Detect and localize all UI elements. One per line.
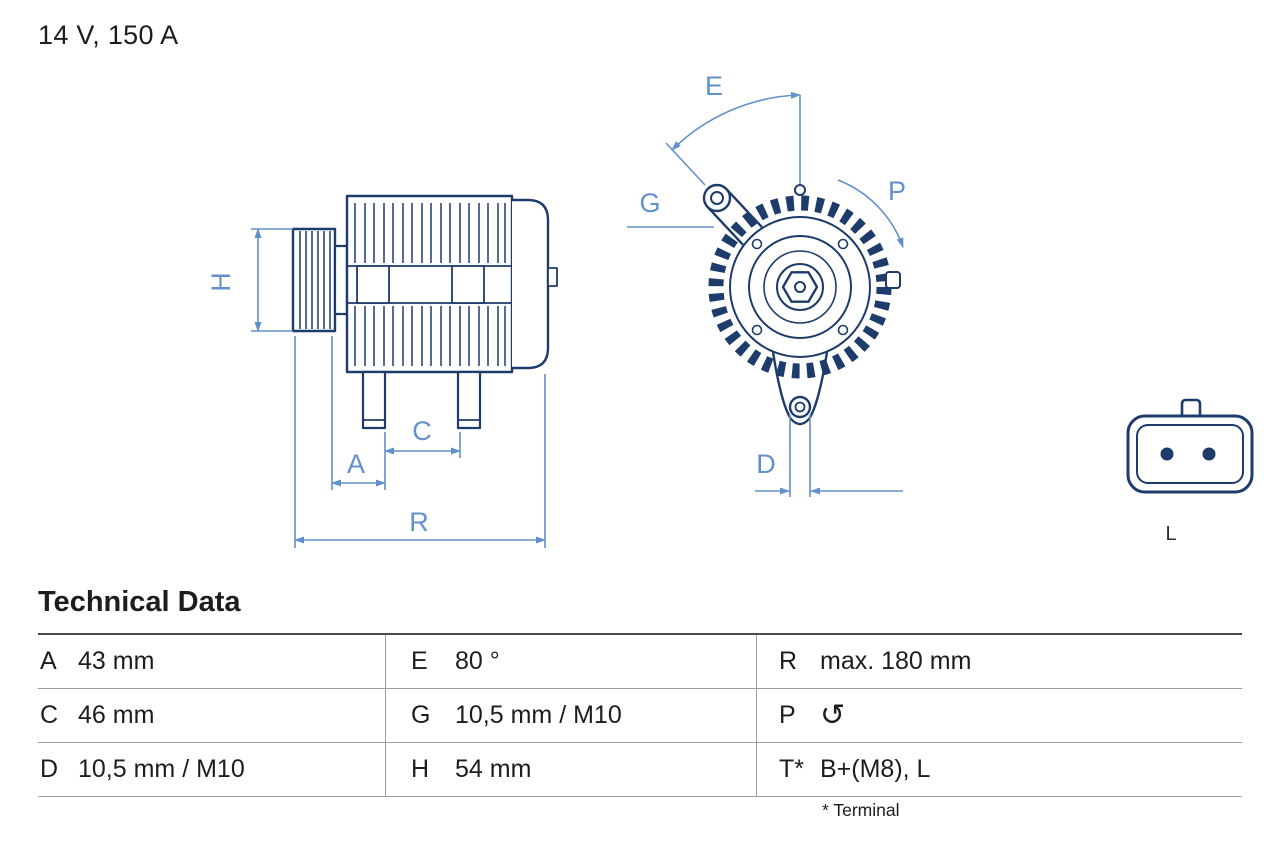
top-rim-hole (794, 184, 806, 196)
top-mounting-lug-arms (706, 188, 763, 246)
rating-title: 14 V, 150 A (38, 20, 179, 50)
bottom-mounting-hole (788, 395, 812, 419)
tech-key-r: R (756, 635, 820, 689)
connector-tab (1180, 398, 1202, 416)
shaft-spacer (333, 244, 349, 316)
connector-pin-label: L (1165, 523, 1176, 545)
tech-key-p: P (756, 689, 820, 743)
connector-drawing (1126, 398, 1254, 494)
screw-hole (751, 238, 763, 250)
top-mounting-hole (710, 191, 724, 205)
tech-value-g: 10,5 mm / M10 (455, 689, 756, 743)
tech-value-c: 46 mm (78, 689, 385, 743)
tech-value-d: 10,5 mm / M10 (78, 743, 385, 797)
rotation-direction-icon: ↺ (820, 697, 846, 733)
rotation-arrow-P (837, 179, 904, 248)
bearing-housing-circle (748, 235, 852, 339)
technical-data-heading: Technical Data (38, 586, 241, 618)
dim-label-D: D (756, 449, 776, 479)
pulley-grooves (299, 231, 331, 329)
dim-label-H: H (206, 272, 236, 292)
rear-cover (512, 198, 550, 370)
tech-key-t: T* (756, 743, 820, 797)
mounting-leg-left (361, 370, 387, 430)
housing-fins-top (354, 203, 506, 263)
dim-ext-D (789, 415, 811, 497)
screw-hole (751, 324, 763, 336)
tech-value-t: B+(M8), L (820, 743, 1242, 797)
tech-key-g: G (385, 689, 455, 743)
alternator-technical-drawing: H A C R (206, 71, 1254, 548)
technical-data-table: A 43 mm E 80 ° R max. 180 mm C 46 mm G 1… (38, 633, 1242, 797)
stator-slot-ring (708, 195, 892, 379)
tech-value-e: 80 ° (455, 635, 756, 689)
dim-label-C: C (412, 416, 432, 446)
dim-label-E: E (705, 71, 723, 101)
tech-value-a: 43 mm (78, 635, 385, 689)
top-mounting-lug (702, 183, 732, 213)
tech-key-h: H (385, 743, 455, 797)
tech-key-e: E (385, 635, 455, 689)
tech-key-a: A (38, 635, 78, 689)
front-housing-circle (729, 216, 871, 358)
dim-label-R: R (409, 507, 429, 537)
side-view-drawing (291, 194, 558, 430)
connector-inner (1136, 424, 1244, 484)
tech-value-p: ↺ (820, 689, 1242, 743)
tech-value-r: max. 180 mm (820, 635, 1242, 689)
terminal-footnote: * Terminal (822, 800, 900, 820)
bolt-boss-left (356, 265, 390, 304)
dim-label-G: G (639, 188, 660, 218)
nut-seat-circle (776, 263, 824, 311)
dim-arc-E (671, 91, 801, 151)
bolt-boss-right (451, 265, 485, 304)
front-view-dimension-labels: E G P D (639, 71, 906, 479)
dim-ext-R (294, 336, 546, 548)
tech-key-c: C (38, 689, 78, 743)
front-view-dimensions (627, 91, 904, 497)
screw-hole (837, 238, 849, 250)
terminal-stub (547, 267, 558, 287)
connector-outline (1126, 414, 1254, 494)
housing-fins-bottom (354, 306, 506, 366)
dim-label-P: P (888, 176, 906, 206)
dim-label-A: A (347, 449, 365, 479)
shaft-nut-hexagon (781, 271, 819, 303)
mounting-leg-right (456, 370, 482, 430)
side-tab (885, 271, 901, 289)
front-view-drawing (702, 183, 901, 426)
side-view-dimensions (251, 228, 546, 548)
tech-key-d: D (38, 743, 78, 797)
side-view-dimension-labels: H A C R (206, 272, 432, 537)
screw-hole (837, 324, 849, 336)
bottom-mounting-lug (771, 351, 829, 426)
hub-circle (763, 250, 837, 324)
bottom-mounting-hole-inner (794, 401, 806, 413)
connector-pin (1202, 447, 1216, 461)
shaft-center (794, 281, 806, 293)
connector-pin (1160, 447, 1174, 461)
tech-value-h: 54 mm (455, 743, 756, 797)
